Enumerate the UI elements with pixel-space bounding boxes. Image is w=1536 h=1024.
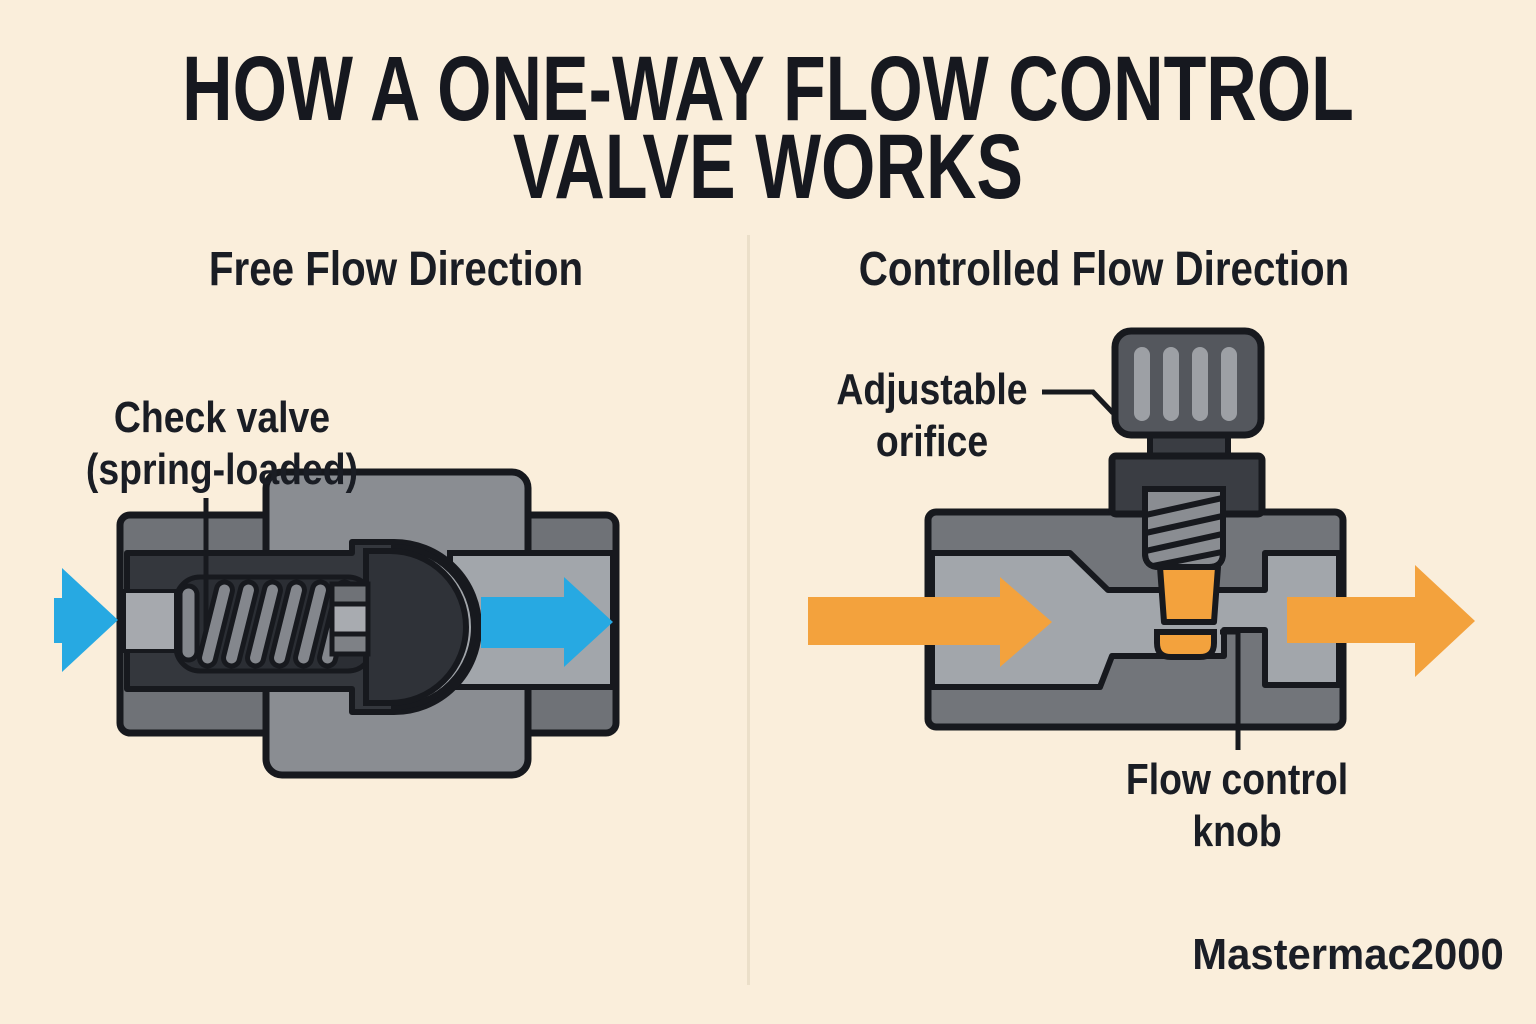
adjustable-orifice-leader-line [1042, 389, 1115, 415]
spring-coil [269, 579, 307, 669]
spring-coil [245, 579, 283, 669]
knob-slot [1221, 347, 1237, 421]
page-title-line2: VALVE WORKS [512, 116, 1024, 218]
page-title-line1: HOW A ONE-WAY FLOW CONTROL [182, 38, 1354, 140]
spring-coil [293, 579, 331, 669]
watermark-credit: Mastermac2000 [1192, 930, 1504, 979]
flow-control-knob-label: Flow control knob [1126, 754, 1348, 858]
controlled-flow-valve-diagram [808, 327, 1475, 750]
check-valve-poppet [363, 548, 469, 706]
retainer-block [329, 631, 371, 657]
orifice-needle [1157, 564, 1221, 625]
spring-retainer [329, 581, 371, 657]
spring-coils [177, 579, 355, 669]
adjustment-screw [1142, 486, 1226, 570]
flow-control-leader-line [1220, 629, 1241, 750]
retainer-block [329, 601, 371, 637]
free-flow-valve-diagram [54, 468, 620, 779]
knob-slot [1163, 347, 1179, 421]
retainer-block [329, 581, 371, 607]
check-valve-label: Check valve (spring-loaded) [86, 392, 358, 496]
knob-grip-slots [1134, 347, 1237, 421]
adjustable-orifice-label-line2: orifice [875, 417, 989, 466]
controlled-inlet-flow-arrow-icon [808, 577, 1052, 667]
knob-slot [1134, 347, 1150, 421]
spring-coil [177, 583, 200, 663]
controlled-outlet-flow-arrow-icon [1287, 565, 1475, 677]
adjustable-orifice-label: Adjustable orifice [836, 364, 1027, 468]
adjustable-orifice-label-line1: Adjustable [836, 365, 1028, 414]
orifice-needle-tip [1154, 629, 1217, 660]
page-title: HOW A ONE-WAY FLOW CONTROL VALVE WORKS [182, 38, 1354, 218]
flow-control-knob-label-line2: knob [1192, 807, 1282, 856]
controlled-flow-panel-heading: Controlled Flow Direction [858, 243, 1350, 296]
outlet-flow-arrow-icon [481, 577, 613, 667]
spring-coil [221, 579, 259, 669]
check-valve-label-line1: Check valve [113, 393, 331, 442]
free-flow-panel-heading: Free Flow Direction [208, 243, 584, 296]
flow-control-knob-label-line1: Flow control [1125, 755, 1349, 804]
inlet-flow-arrow-icon [54, 568, 118, 672]
knob-slot [1192, 347, 1208, 421]
inlet-port [122, 589, 178, 653]
panel-divider [747, 235, 750, 985]
check-valve-label-line2: (spring-loaded) [85, 445, 359, 494]
